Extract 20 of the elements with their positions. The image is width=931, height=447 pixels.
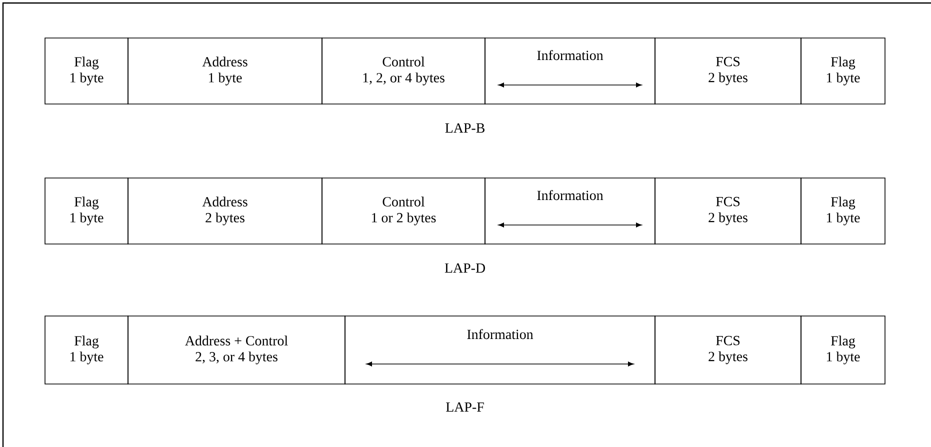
frame-field-box: FCS 2 bytes <box>654 178 802 244</box>
frame-field-box: Control 1, 2, or 4 bytes <box>322 38 486 104</box>
frame-field-box: Address 1 byte <box>128 38 322 104</box>
frame-field-box: Information <box>484 178 656 244</box>
frame-caption: LAP-B <box>445 123 484 133</box>
frame-caption: LAP-F <box>446 402 484 412</box>
frame-field-box: Address + Control 2, 3, or 4 bytes <box>128 316 346 384</box>
frame-field-box: Information <box>344 316 656 384</box>
frame-field-box: Flag 1 byte <box>800 178 886 244</box>
frame-field-box: Flag 1 byte <box>44 316 128 384</box>
frame-field-box: FCS 2 bytes <box>654 38 802 104</box>
frame-field-box: Flag 1 byte <box>800 316 886 384</box>
frame-caption: LAP-D <box>444 263 485 273</box>
frame-field-box: Flag 1 byte <box>44 178 128 244</box>
frame-field-box: Control 1 or 2 bytes <box>322 178 486 244</box>
frame-field-box: Flag 1 byte <box>44 38 128 104</box>
frame-field-box: Information <box>484 38 656 104</box>
frame-field-box: Address 2 bytes <box>128 178 322 244</box>
frame-field-box: FCS 2 bytes <box>654 316 802 384</box>
frame-field-box: Flag 1 byte <box>800 38 886 104</box>
